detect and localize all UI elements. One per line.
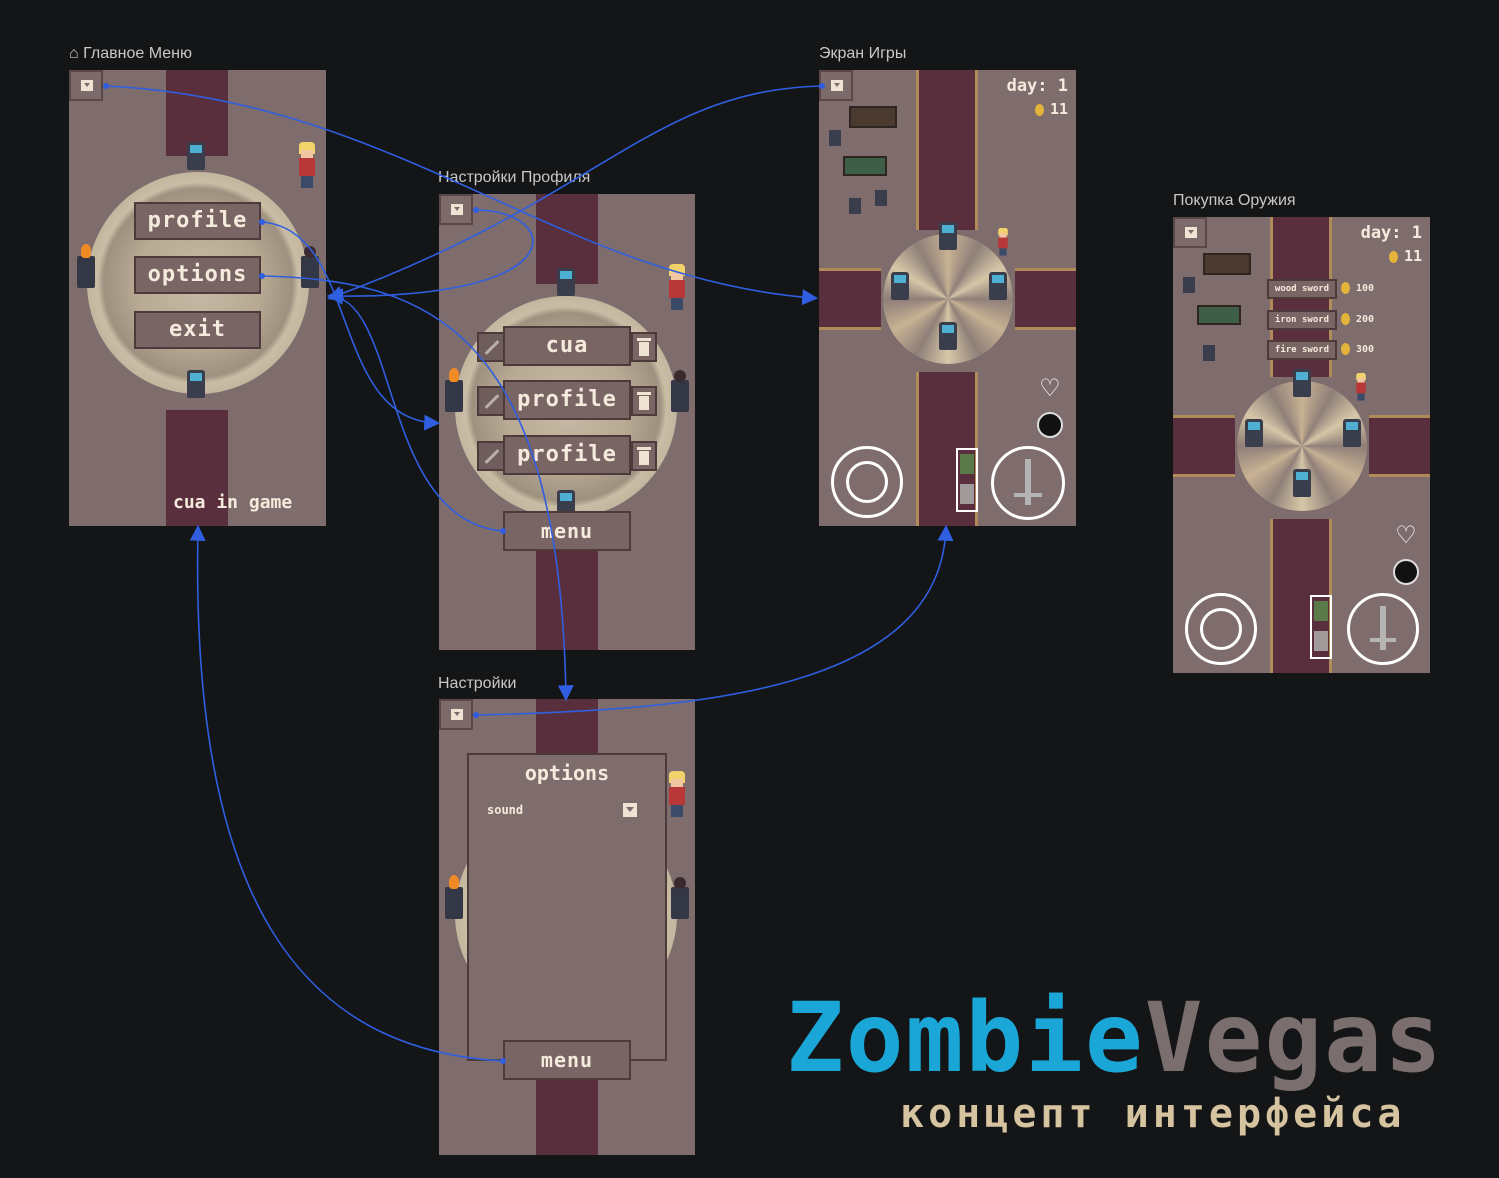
logo-subtitle: концепт интерфейса bbox=[900, 1094, 1405, 1134]
link-settings-menu bbox=[198, 528, 503, 1061]
link-settings-back bbox=[476, 528, 946, 715]
logo-word-zombie: Zombie bbox=[786, 982, 1145, 1094]
link-profile bbox=[262, 222, 437, 423]
link-options bbox=[262, 276, 566, 698]
logo-word-vegas: Vegas bbox=[1145, 982, 1444, 1094]
link-profile-back bbox=[330, 210, 533, 296]
link-profile-menu bbox=[330, 296, 503, 531]
logo: ZombieVegas bbox=[786, 990, 1444, 1086]
link-game-back bbox=[330, 86, 822, 298]
link-back-to-game bbox=[106, 86, 815, 298]
